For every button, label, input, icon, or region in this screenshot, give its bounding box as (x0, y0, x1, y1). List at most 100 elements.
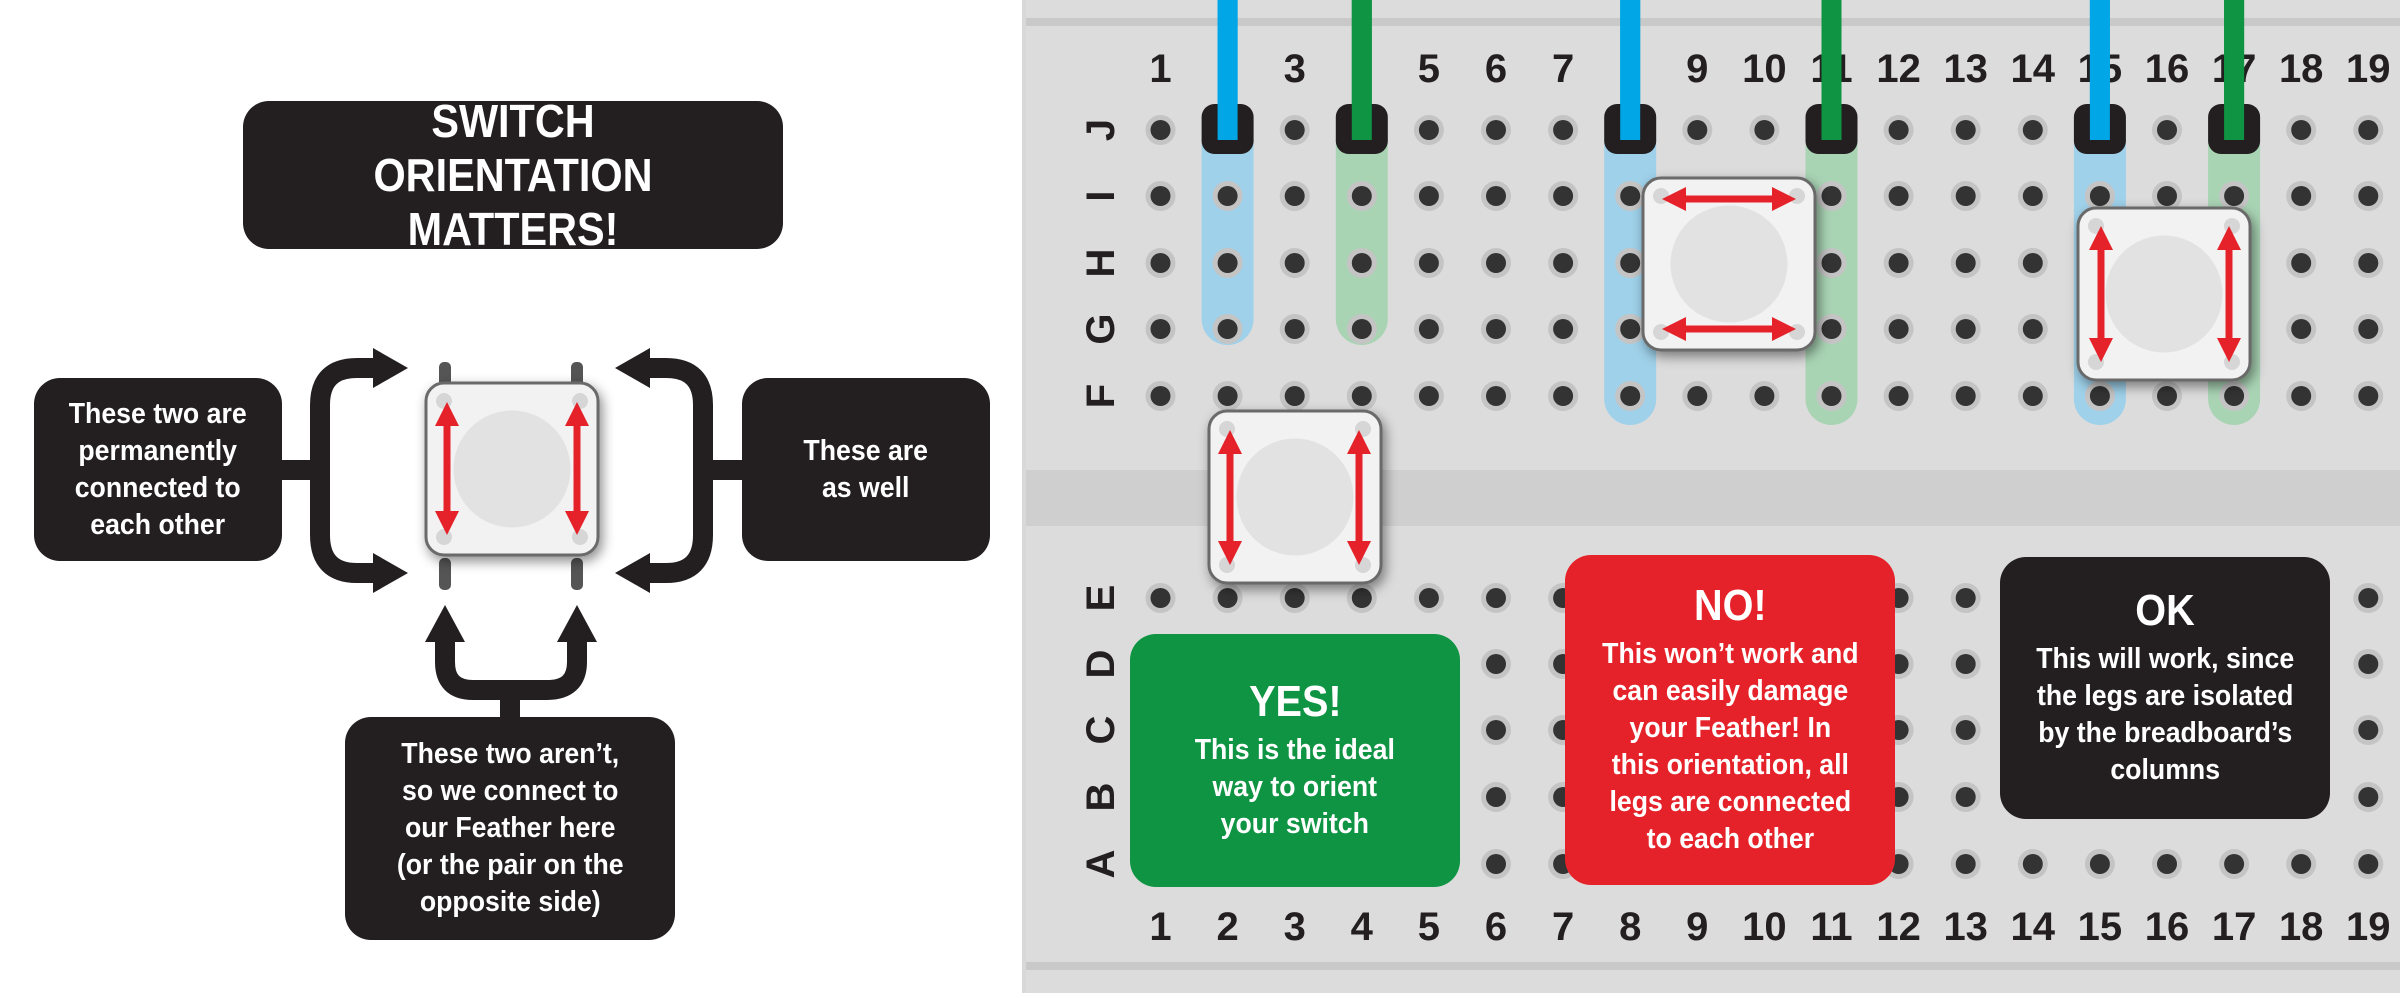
hole (2022, 319, 2043, 339)
hole (2224, 386, 2245, 406)
hole (2291, 319, 2312, 339)
hole (1217, 319, 1238, 339)
column-number-bottom: 7 (1552, 905, 1574, 949)
hole (2358, 186, 2379, 206)
hole (2291, 186, 2312, 206)
callout-right: These are as well (742, 378, 990, 561)
hole (2022, 186, 2043, 206)
hole (2157, 854, 2177, 874)
arrow-left-upper (282, 358, 375, 480)
hole (2022, 386, 2043, 406)
row-letter-D: D (1079, 650, 1123, 679)
hole (1821, 186, 1842, 206)
yes-arrow-right-head-top (1347, 430, 1371, 454)
no-heading: NO! (1693, 581, 1767, 630)
switch-layer (1207, 176, 2252, 585)
hole (1955, 319, 1976, 339)
hole (1418, 120, 1439, 140)
column-number-bottom: 18 (2279, 905, 2324, 949)
hole (1351, 386, 1372, 406)
hole (1486, 654, 1506, 674)
hole (1553, 120, 1574, 140)
hole (1284, 186, 1305, 206)
hole (1955, 720, 1976, 740)
hole (1955, 186, 1976, 206)
no-arrow-top-head-left (1662, 187, 1686, 211)
hole (1955, 787, 1976, 807)
hole (2358, 120, 2379, 140)
row-letter-E: E (1079, 585, 1123, 612)
hole (1955, 654, 1976, 674)
hole (1150, 386, 1171, 406)
hole (2358, 386, 2379, 406)
hole (1351, 253, 1372, 273)
column-number-bottom: 11 (1810, 905, 1852, 949)
ok-switch-button (2105, 235, 2223, 353)
hole (1418, 186, 1439, 206)
column-number-bottom: 12 (1876, 905, 1921, 949)
no-arrow-bottom-head-left (1662, 317, 1686, 341)
hole (1620, 186, 1641, 206)
column-number-bottom: 5 (1418, 905, 1440, 949)
hole (1553, 319, 1574, 339)
arrow-right-lower (648, 470, 713, 583)
switch-leg-3 (571, 558, 583, 590)
yes-arrow-left-head-bottom (1218, 541, 1242, 565)
hole (1351, 588, 1372, 608)
board-rail-bottom (1026, 962, 2400, 970)
hole (1620, 253, 1641, 273)
no-switch-corner-3 (1789, 324, 1805, 340)
hole (2358, 787, 2379, 807)
column-number-bottom: 16 (2145, 905, 2190, 949)
column-highlight-4 (1335, 115, 1388, 345)
column-number-top: 13 (1943, 47, 1988, 91)
hole (2291, 253, 2312, 273)
row-letter-J: J (1079, 119, 1123, 141)
hole (1821, 253, 1842, 273)
hole (2157, 386, 2177, 406)
hole (1620, 319, 1641, 339)
hole (1486, 854, 1506, 874)
hole (2291, 854, 2312, 874)
title-box: SWITCH ORIENTATION MATTERS! (243, 95, 783, 255)
wire-insert-4 (1351, 0, 1372, 140)
column-number-top: 19 (2346, 47, 2391, 91)
hole (1418, 319, 1439, 339)
hole (1150, 588, 1171, 608)
column-number-bottom: 10 (1742, 905, 1787, 949)
yes-switch-button (1236, 438, 1354, 556)
callout-right-text: These are as well (803, 434, 929, 504)
hole (1284, 588, 1305, 608)
wire-insert-11 (1821, 0, 1842, 140)
ok-heading: OK (2135, 586, 2195, 635)
no-switch-corner-0 (1653, 188, 1669, 204)
column-highlight-2 (1201, 115, 1254, 345)
hole (1553, 386, 1574, 406)
example-switch-corner-0 (436, 393, 452, 409)
hole (1888, 253, 1909, 273)
hole (1687, 120, 1708, 140)
callout-left-text: These two are permanently connected to e… (69, 397, 247, 541)
row-letter-F: F (1079, 384, 1123, 408)
hole (1351, 186, 1372, 206)
hole (2157, 120, 2177, 140)
column-number-bottom: 1 (1149, 905, 1171, 949)
hole (1955, 588, 1976, 608)
hole (1418, 386, 1439, 406)
column-number-top: 16 (2145, 47, 2190, 91)
hole (1217, 386, 1238, 406)
ok-arrow-right-head-top (2217, 226, 2241, 250)
example-switch-corner-3 (572, 529, 588, 545)
column-number-top: 12 (1876, 47, 1921, 91)
hole (1955, 854, 1976, 874)
no-arrow-bottom-head-right (1772, 317, 1796, 341)
example-switch-button (453, 410, 571, 528)
no-switch-corner-2 (1653, 324, 1669, 340)
hole (1284, 253, 1305, 273)
yes-switch (1207, 409, 1383, 585)
hole (2022, 854, 2043, 874)
hole (1217, 186, 1238, 206)
wire-insert-15 (2089, 0, 2110, 140)
example-switch (424, 381, 600, 557)
hole (1486, 186, 1506, 206)
